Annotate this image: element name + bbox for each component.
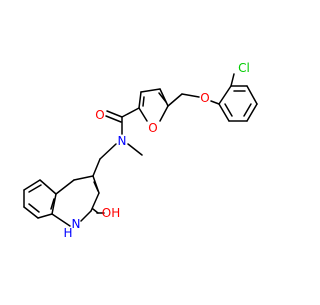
molecule-svg: Cl O O O N OH H N — [23, 61, 258, 240]
bond — [50, 198, 55, 210]
bond — [167, 93, 183, 107]
bond — [159, 105, 169, 122]
bond — [246, 103, 258, 122]
bond — [73, 175, 94, 181]
bond — [37, 213, 53, 219]
bond — [210, 100, 220, 105]
bond — [90, 192, 100, 212]
molecule-structure-canvas: Cl O O O N OH H N — [23, 61, 258, 240]
bond — [246, 85, 258, 105]
bond — [106, 110, 123, 118]
amide-nitrogen-label: N — [118, 134, 127, 148]
chlorine-atom-label: Cl — [238, 61, 250, 75]
bond — [159, 88, 169, 107]
bond — [92, 158, 101, 177]
bond — [51, 213, 71, 227]
bond — [181, 93, 200, 98]
bond — [127, 143, 143, 156]
atom-labels-group: Cl O O O N OH H N — [63, 61, 249, 240]
bond — [55, 179, 75, 195]
ring-nitrogen-h-label: H — [63, 226, 72, 240]
bond — [138, 107, 148, 122]
bond — [39, 179, 57, 195]
bond — [158, 92, 167, 103]
bond — [28, 184, 42, 193]
bond — [80, 210, 92, 222]
bond — [224, 103, 233, 117]
hydroxyl-label: OH — [102, 206, 120, 220]
furan-oxygen-label: O — [148, 121, 157, 135]
bond — [105, 115, 122, 123]
bond — [93, 181, 99, 192]
bond — [142, 96, 145, 107]
carbonyl-oxygen-label: O — [95, 108, 104, 122]
bond — [138, 91, 142, 109]
bond — [51, 193, 57, 215]
ether-oxygen-label: O — [200, 91, 209, 105]
bond — [23, 179, 41, 191]
bond — [243, 103, 252, 117]
bond — [218, 103, 230, 122]
bond — [99, 143, 117, 160]
bond — [121, 107, 140, 118]
bond — [28, 203, 40, 213]
bond — [218, 85, 232, 105]
bond — [23, 206, 39, 219]
bond — [230, 73, 235, 87]
ring-nitrogen-label: N — [72, 217, 81, 231]
bonds-group — [23, 73, 258, 227]
bond — [140, 88, 161, 93]
